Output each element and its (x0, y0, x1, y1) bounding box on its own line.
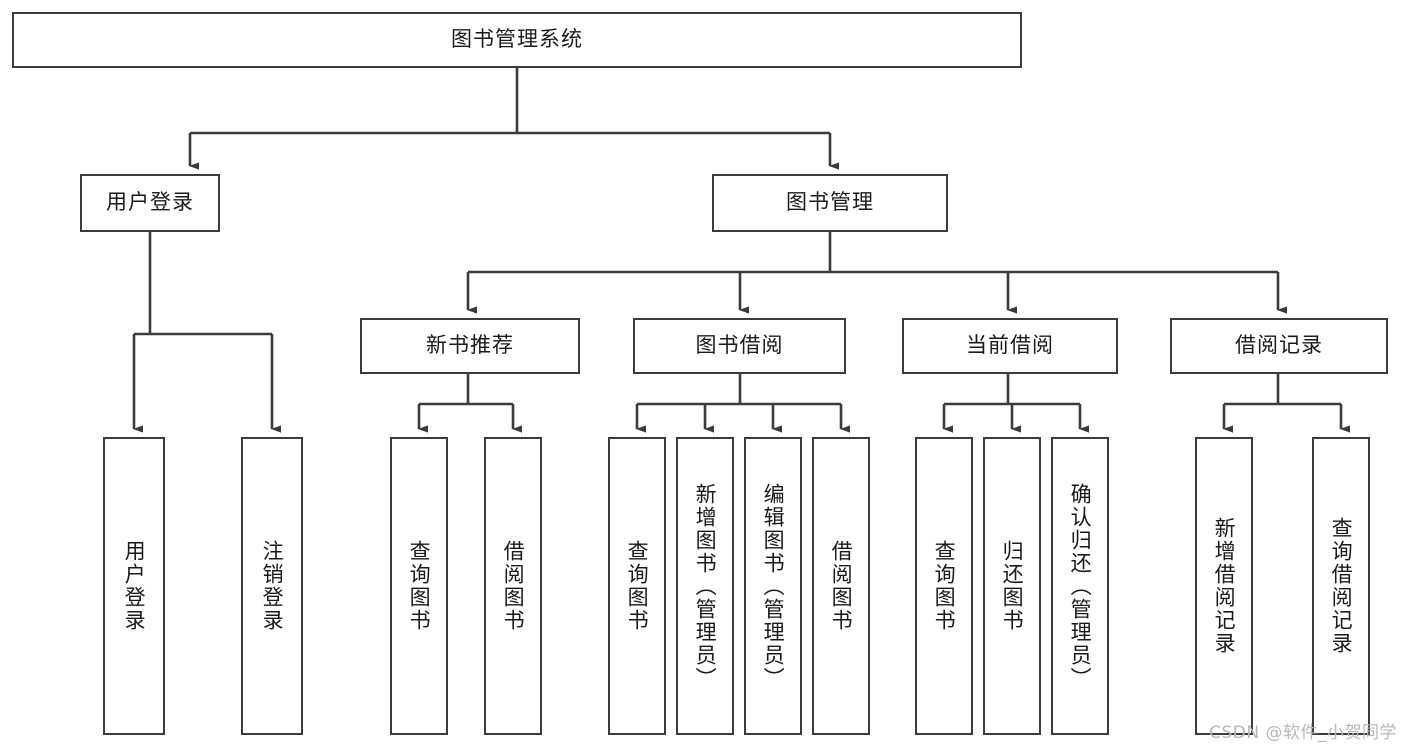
node-book-manage-label: 图书管理 (786, 190, 874, 215)
leaf-return-book[interactable]: 归还图书 (983, 437, 1041, 735)
node-current-borrow-label: 当前借阅 (966, 333, 1054, 358)
leaf-borrow-book[interactable]: 借阅图书 (812, 437, 870, 735)
node-borrow-record-label: 借阅记录 (1235, 333, 1323, 358)
leaf-edit-book-admin-label: 编辑图书（管理员） (761, 482, 786, 690)
leaf-user-login[interactable]: 用户登录 (103, 437, 165, 735)
leaf-borrow-book-rec-label: 借阅图书 (501, 540, 526, 632)
leaf-add-book-admin[interactable]: 新增图书（管理员） (676, 437, 734, 735)
node-new-book-recommend[interactable]: 新书推荐 (360, 318, 580, 374)
leaf-borrow-book-label: 借阅图书 (829, 540, 854, 632)
leaf-logout[interactable]: 注销登录 (241, 437, 303, 735)
leaf-borrow-book-rec[interactable]: 借阅图书 (484, 437, 542, 735)
leaf-query-borrow-record[interactable]: 查询借阅记录 (1312, 437, 1370, 735)
node-root-label: 图书管理系统 (451, 27, 583, 52)
leaf-query-borrow-record-label: 查询借阅记录 (1329, 517, 1354, 655)
watermark-text: CSDN @软件_小贺同学 (1209, 723, 1397, 743)
leaf-query-book-current-label: 查询图书 (932, 540, 957, 632)
leaf-query-book-rec-label: 查询图书 (407, 540, 432, 632)
leaf-add-borrow-record-label: 新增借阅记录 (1212, 517, 1237, 655)
leaf-add-book-admin-label: 新增图书（管理员） (693, 482, 718, 690)
leaf-edit-book-admin[interactable]: 编辑图书（管理员） (744, 437, 802, 735)
leaf-add-borrow-record[interactable]: 新增借阅记录 (1195, 437, 1253, 735)
node-current-borrow[interactable]: 当前借阅 (902, 318, 1118, 374)
leaf-query-book-borrow[interactable]: 查询图书 (608, 437, 666, 735)
node-book-borrow[interactable]: 图书借阅 (633, 318, 846, 374)
node-user-login[interactable]: 用户登录 (80, 174, 220, 232)
node-new-book-recommend-label: 新书推荐 (426, 333, 514, 358)
leaf-return-book-label: 归还图书 (1000, 540, 1025, 632)
node-user-login-label: 用户登录 (106, 190, 194, 215)
leaf-query-book-rec[interactable]: 查询图书 (390, 437, 448, 735)
leaf-confirm-return-admin-label: 确认归还（管理员） (1068, 482, 1093, 690)
node-book-borrow-label: 图书借阅 (695, 333, 784, 358)
leaf-query-book-current[interactable]: 查询图书 (915, 437, 973, 735)
node-book-manage[interactable]: 图书管理 (712, 174, 948, 232)
leaf-query-book-borrow-label: 查询图书 (625, 540, 650, 632)
leaf-user-login-label: 用户登录 (122, 540, 147, 632)
node-borrow-record[interactable]: 借阅记录 (1170, 318, 1388, 374)
leaf-logout-label: 注销登录 (260, 540, 285, 632)
node-root[interactable]: 图书管理系统 (12, 12, 1022, 68)
leaf-confirm-return-admin[interactable]: 确认归还（管理员） (1051, 437, 1109, 735)
